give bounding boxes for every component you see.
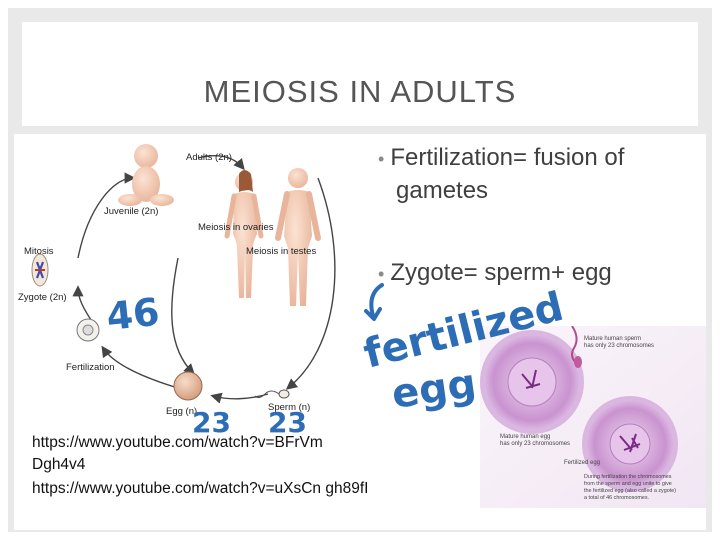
video-link-2[interactable]: https://www.youtube.com/watch?v=uXsCn gh… — [32, 480, 369, 497]
sperm-cell — [254, 389, 290, 399]
man-figure — [275, 168, 321, 306]
label-sperm: Sperm (n) — [268, 402, 310, 413]
zygote-cell — [31, 253, 49, 287]
title-box: MEIOSIS IN ADULTS — [22, 22, 698, 126]
caption-fertilized-egg: Fertilized egg — [564, 460, 600, 466]
bullet-zygote: •Zygote= sperm+ egg — [378, 259, 612, 286]
caption-desc-3: the fertilized egg (also called a zygote… — [584, 488, 676, 494]
video-link-1[interactable]: https://www.youtube.com/watch?v=BFrVm Dg… — [32, 434, 323, 473]
caption-desc-1: During fertilization the chromosomes — [584, 474, 672, 480]
label-adults: Adults (2n) — [186, 152, 232, 163]
label-meiosis-testes: Meiosis in testes — [246, 246, 316, 257]
fertilization-cell — [76, 318, 100, 342]
video-links: https://www.youtube.com/watch?v=BFrVm Dg… — [32, 432, 372, 502]
bullet-list: •Fertilization= fusion of gametes •Zygot… — [366, 142, 696, 290]
caption-desc-4: a total of 46 chromosomes. — [584, 495, 649, 501]
bullet-dot-icon: • — [378, 149, 385, 169]
label-egg: Egg (n) — [166, 406, 197, 417]
caption-egg-1: Mature human egg — [500, 434, 550, 440]
caption-sperm-2: has only 23 chromosomes — [584, 343, 654, 349]
caption-desc-2: from the sperm and egg unite to give — [584, 481, 672, 487]
woman-figure — [224, 170, 264, 298]
label-meiosis-ovaries: Meiosis in ovaries — [198, 222, 274, 233]
label-zygote: Zygote (2n) — [18, 292, 67, 303]
egg-cell — [173, 371, 203, 401]
bullet-fertilization: •Fertilization= fusion of gametes — [378, 144, 625, 204]
label-mitosis: Mitosis — [24, 246, 54, 257]
slide-title: MEIOSIS IN ADULTS — [203, 74, 517, 109]
life-cycle-diagram: Adults (2n) Juvenile (2n) Meiosis in ova… — [18, 144, 336, 417]
label-fertilization: Fertilization — [66, 362, 115, 373]
baby-figure — [118, 144, 174, 206]
label-juvenile: Juvenile (2n) — [104, 206, 158, 217]
fertilization-photo: Mature human sperm has only 23 chromosom… — [480, 326, 706, 508]
content-area: Adults (2n) Juvenile (2n) Meiosis in ova… — [14, 134, 706, 530]
caption-sperm-1: Mature human sperm — [584, 336, 641, 342]
caption-egg-2: has only 23 chromosomes — [500, 441, 570, 447]
bullet-dot-icon: • — [378, 264, 385, 284]
